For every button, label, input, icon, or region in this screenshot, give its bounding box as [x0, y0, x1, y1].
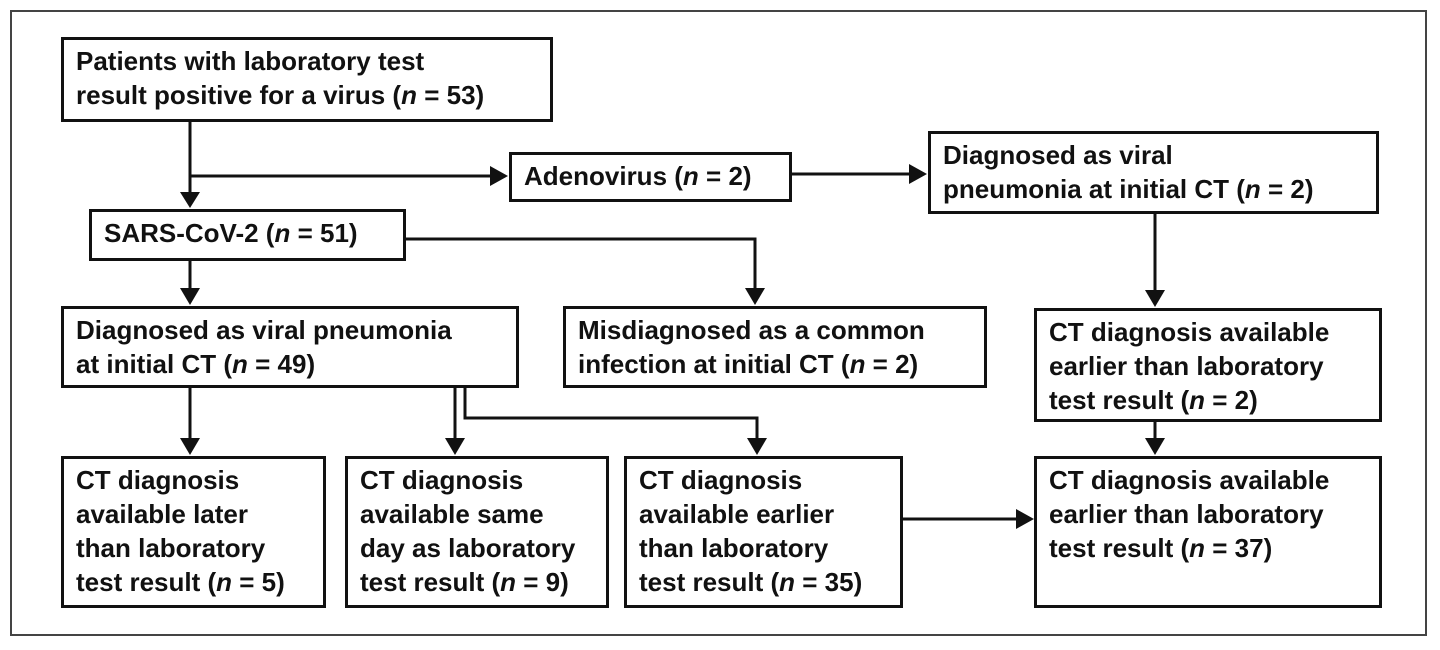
sars-label: SARS-CoV-2 (: [104, 218, 275, 248]
sars-box: SARS-CoV-2 (n = 51): [89, 209, 406, 261]
figure-frame: [10, 10, 1427, 636]
arrowhead-to-same-day: [445, 438, 465, 455]
ct-later-line-2: available later: [76, 499, 248, 529]
total-earlier-line-1: CT diagnosis available: [1049, 465, 1330, 495]
patients-line-2: result positive for a virus (: [76, 80, 402, 110]
sars-viral-n-label: n: [232, 349, 248, 379]
arrowhead-to-earlier: [747, 438, 767, 455]
sars-n-value: = 51): [290, 218, 358, 248]
total-earlier-line-2: earlier than laboratory: [1049, 499, 1324, 529]
ct-earlier-line-4: test result (: [639, 567, 780, 597]
ct-same-day-line-4: test result (: [360, 567, 501, 597]
connector-viral-to-earlier: [463, 387, 759, 440]
adeno-earlier-box: CT diagnosis available earlier than labo…: [1034, 308, 1382, 422]
ct-earlier-line-1: CT diagnosis: [639, 465, 803, 495]
ct-later-n-label: n: [216, 567, 233, 597]
ct-later-line-4: test result (: [76, 567, 217, 597]
total-earlier-n-label: n: [1189, 533, 1206, 563]
arrowhead-to-total-from-adeno: [1145, 438, 1165, 455]
ct-earlier-line-2: available earlier: [639, 499, 835, 529]
ct-earlier-line-3: than laboratory: [639, 533, 829, 563]
arrowhead-to-adenovirus: [490, 166, 508, 186]
arrowhead-to-adeno-earlier: [1145, 290, 1165, 307]
sars-viral-line-2: at initial CT (: [76, 349, 232, 379]
adeno-viral-box: Diagnosed as viral pneumonia at initial …: [928, 131, 1379, 214]
adenovirus-label: Adenovirus (: [524, 161, 683, 191]
ct-later-n-value: = 5): [232, 567, 285, 597]
misdiagnosed-n-value: = 2): [865, 349, 919, 379]
misdiagnosed-line-2: infection at initial CT (: [578, 349, 850, 379]
arrowhead-to-adeno-viral: [909, 164, 927, 184]
total-earlier-n-value: = 37): [1205, 533, 1273, 563]
patients-line-1: Patients with laboratory test: [76, 46, 425, 76]
misdiagnosed-n-label: n: [849, 349, 866, 379]
ct-same-day-n-label: n: [500, 567, 517, 597]
adeno-viral-line-1: Diagnosed as viral: [943, 140, 1173, 170]
ct-later-box: CT diagnosis available later than labora…: [61, 456, 326, 608]
ct-earlier-box: CT diagnosis available earlier than labo…: [624, 456, 903, 608]
arrowhead-to-sars: [180, 192, 200, 208]
adeno-earlier-n-label: n: [1189, 385, 1206, 415]
ct-later-line-3: than laboratory: [76, 533, 266, 563]
arrowhead-to-sars-viral: [180, 288, 200, 305]
adeno-earlier-line-1: CT diagnosis available: [1049, 317, 1330, 347]
ct-same-day-line-3: day as laboratory: [360, 533, 576, 563]
ct-same-day-line-2: available same: [360, 499, 544, 529]
ct-same-day-n-value: = 9): [516, 567, 569, 597]
ct-same-day-line-1: CT diagnosis: [360, 465, 524, 495]
adeno-earlier-line-3: test result (: [1049, 385, 1190, 415]
ct-earlier-n-label: n: [779, 567, 796, 597]
sars-viral-box: Diagnosed as viral pneumonia at initial …: [61, 306, 519, 388]
adeno-viral-n-label: n: [1244, 174, 1261, 204]
sars-viral-line-1: Diagnosed as viral pneumonia: [76, 315, 452, 345]
total-earlier-line-3: test result (: [1049, 533, 1190, 563]
adenovirus-n-value: = 2): [698, 161, 752, 191]
adeno-viral-n-value: = 2): [1260, 174, 1314, 204]
patients-n-value: = 53): [416, 80, 485, 110]
arrowhead-to-total-from-earlier: [1016, 509, 1034, 529]
adeno-earlier-line-2: earlier than laboratory: [1049, 351, 1324, 381]
patients-box: Patients with laboratory test result pos…: [61, 37, 553, 122]
adeno-earlier-n-value: = 2): [1205, 385, 1258, 415]
ct-same-day-box: CT diagnosis available same day as labor…: [345, 456, 609, 608]
adenovirus-box: Adenovirus (n = 2): [509, 152, 792, 202]
ct-earlier-n-value: = 35): [795, 567, 863, 597]
sars-n-label: n: [274, 218, 291, 248]
adeno-viral-line-2: pneumonia at initial CT (: [943, 174, 1245, 204]
total-earlier-box: CT diagnosis available earlier than labo…: [1034, 456, 1382, 608]
patients-n-label: n: [401, 80, 417, 110]
connector-sars-to-misdiagnosed: [404, 237, 757, 290]
arrowhead-to-later: [180, 438, 200, 455]
misdiagnosed-box: Misdiagnosed as a common infection at in…: [563, 306, 987, 388]
adenovirus-n-label: n: [682, 161, 699, 191]
arrowhead-to-misdiagnosed: [745, 288, 765, 305]
ct-later-line-1: CT diagnosis: [76, 465, 240, 495]
sars-viral-n-value: = 49): [247, 349, 316, 379]
misdiagnosed-line-1: Misdiagnosed as a common: [578, 315, 925, 345]
